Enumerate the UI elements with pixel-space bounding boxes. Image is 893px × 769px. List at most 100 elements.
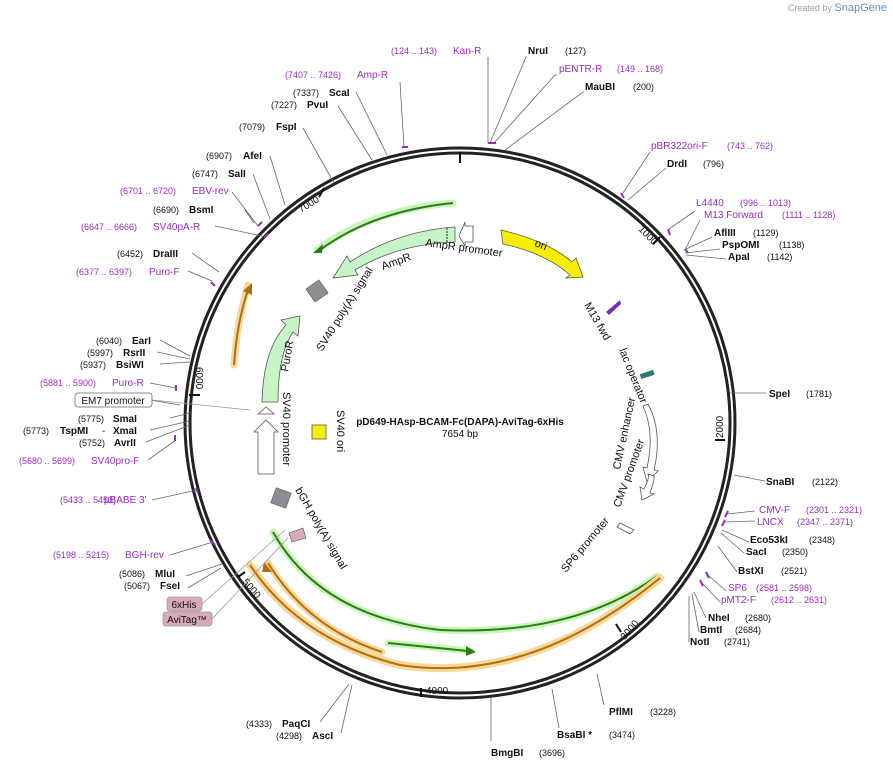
site-bsmi-pos: (6690)	[153, 205, 179, 215]
tick-label-4000: 4000	[426, 686, 449, 697]
site-sali-pos: (6747)	[192, 169, 218, 179]
puror-arrow	[261, 315, 301, 403]
scale-tick-2000: 2000	[715, 415, 726, 441]
site-tspmi-name: TspMI	[60, 426, 88, 437]
m13-fwd-label: M13 fwd	[581, 301, 612, 343]
primer-sv40par-name: SV40pA-R	[153, 222, 200, 233]
sv40-polya-label: SV40 poly(A) signal	[314, 265, 375, 353]
site-bstxi-name: BstXI	[738, 566, 764, 577]
puror-label: PuroR	[279, 340, 296, 373]
site-pflmi-pos: (3228)	[650, 707, 676, 717]
sv40-ori-marker	[311, 424, 327, 440]
primer-bghrev-pos: (5198 .. 5215)	[53, 550, 109, 560]
site-bmti-pos: (2684)	[735, 625, 761, 635]
em7-promoter-box-label: EM7 promoter	[81, 396, 145, 407]
site-fsei-name: FseI	[160, 581, 180, 592]
site-scai-name: ScaI	[329, 88, 350, 99]
leader-lines	[145, 56, 766, 741]
site-maubi-name: MauBI	[585, 82, 615, 93]
credit-prefix: Created by	[787, 3, 832, 13]
site-bstxi-pos: (2521)	[781, 566, 807, 576]
sp6-promoter-marker	[616, 522, 635, 535]
primer-ebvrev-name: EBV-rev	[192, 186, 229, 197]
sv40-polya-marker	[305, 279, 329, 303]
site-draiii-pos: (6452)	[117, 249, 143, 259]
site-snabi-pos: (2122)	[812, 477, 838, 487]
em7-promoter-box: EM7 promoter	[74, 392, 153, 408]
orange-orf-arc-inner	[267, 562, 383, 653]
scale-tick-1000: 1000	[636, 224, 661, 248]
site-afei-name: AfeI	[243, 151, 262, 162]
site-xmai-name: XmaI	[113, 426, 137, 437]
site-pvui-name: PvuI	[307, 100, 328, 111]
primer-purof-pos: (6377 .. 6397)	[76, 267, 132, 277]
primer-pbabe-name: pBABE 3'	[104, 495, 147, 506]
ampr-orf-arrowhead	[313, 244, 323, 253]
ampr-promoter-arrow	[458, 221, 474, 248]
primer-purof-name: Puro-F	[149, 267, 180, 278]
site-avrii-name: AvrII	[114, 438, 136, 449]
site-pspomi-name: PspOMI	[722, 240, 759, 251]
site-pspomi-pos: (1138)	[779, 240, 804, 250]
lac-operator-marker	[639, 369, 655, 380]
site-drdi-pos: (796)	[703, 159, 724, 169]
site-bsiwi-name: BsiWI	[116, 360, 144, 371]
site-rsrii-name: RsrII	[123, 348, 145, 359]
em7-promoter-marker	[256, 406, 276, 415]
orange-orf-arrowhead	[262, 562, 272, 572]
primer-bars	[174, 142, 729, 587]
site-bsmi-name: BsmI	[189, 205, 214, 216]
site-bmgbi-name: BmgBI	[491, 748, 523, 759]
ori-label: ori	[533, 238, 549, 253]
bgh-polya-marker	[270, 487, 292, 509]
site-smai-name: SmaI	[113, 414, 137, 425]
puror-orf-arc	[233, 289, 249, 366]
site-afliii-name: AflIII	[714, 228, 736, 239]
site-asci-name: AscI	[312, 731, 333, 742]
primer-sv40par-pos: (6647 .. 6666)	[81, 222, 137, 232]
ampr-orf-arc	[319, 202, 454, 251]
site-pflmi-name: PflMI	[609, 707, 633, 718]
backbone-outer-ring	[183, 146, 737, 700]
primer-puror-pos: (5881 .. 5900)	[40, 378, 96, 388]
puror-orf-arrowhead	[243, 283, 252, 295]
site-paqci-name: PaqCI	[282, 719, 311, 730]
primer-ampr-name: Amp-R	[357, 70, 388, 81]
sv40-ori-label: SV40 ori	[334, 410, 346, 452]
site-drdi-name: DrdI	[667, 159, 687, 170]
primer-m13fwd-pos: (1111 .. 1128)	[782, 210, 835, 220]
site-eari-name: EarI	[132, 336, 151, 347]
primer-ampr-pos: (7407 .. 7426)	[285, 70, 341, 80]
site-fspi-name: FspI	[276, 122, 297, 133]
primer-l4440-pos: (996 .. 1013)	[740, 198, 791, 208]
primer-cmvf-pos: (2301 .. 2321)	[806, 505, 862, 515]
site-tspmi-pos: (5773)	[23, 426, 49, 436]
primer-sp6-name: SP6	[728, 583, 747, 594]
sp6-promoter-label: SP6 promoter	[559, 515, 612, 575]
primer-pmt2f-name: pMT2-F	[721, 595, 756, 606]
cmv-enhancer-arrow	[642, 403, 659, 483]
site-bsiwi-pos: (5937)	[80, 360, 106, 370]
primer-lncx-name: LNCX	[757, 517, 784, 528]
primer-pbr322-pos: (743 .. 762)	[727, 141, 773, 151]
site-sali-name: SalI	[228, 169, 246, 180]
tick-label-2000: 2000	[715, 415, 726, 438]
primer-sv40prof-pos: (5680 .. 5699)	[19, 456, 75, 466]
his-tag-box: 6xHis	[166, 596, 203, 612]
site-paqci-pos: (4333)	[246, 719, 272, 729]
site-scai-pos: (7337)	[293, 88, 319, 98]
primer-kanr-pos: (124 .. 143)	[391, 46, 437, 56]
snapgene-credit: Created by SnapGene	[788, 2, 887, 14]
site-noti-name: NotI	[690, 637, 710, 648]
site-eari-pos: (6040)	[96, 336, 122, 346]
primer-l4440-name: L4440	[696, 198, 724, 209]
site-avrii-pos: (5752)	[79, 438, 105, 448]
plasmid-size: 7654 bp	[442, 429, 479, 440]
site-eco53ki-pos: (2348)	[809, 535, 835, 545]
site-bmti-name: BmtI	[700, 625, 722, 636]
inner-orf-arrowhead	[466, 646, 476, 656]
sv40-promoter-arrow	[253, 419, 279, 475]
site-snabi-name: SnaBI	[766, 477, 795, 488]
site-nrui-pos: (127)	[565, 46, 586, 56]
